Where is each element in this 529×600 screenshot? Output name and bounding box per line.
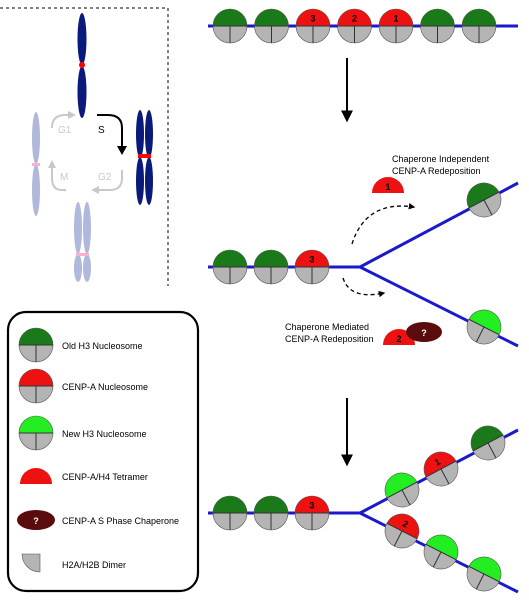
bottom-upper-new-nucleosome xyxy=(384,472,420,508)
mediated-arrow xyxy=(342,277,386,298)
legend-dimer-symbol xyxy=(21,553,41,573)
middle-parent-nucleosome-3: 3 xyxy=(294,249,330,285)
legend-item-tetramer: CENP-A/H4 Tetramer xyxy=(20,468,148,484)
middle-upper-old-nucleosome xyxy=(466,182,502,218)
legend-item-dimer: H2A/H2B Dimer xyxy=(21,553,126,573)
top-chromatin-strand: 3 2 1 xyxy=(208,8,518,44)
bottom-replication-fork: 3 1 2 xyxy=(208,425,519,594)
g1-chromosome xyxy=(77,13,87,118)
g2-arrow xyxy=(96,170,123,191)
legend-label-dimer: H2A/H2B Dimer xyxy=(62,560,126,570)
s-phase-arrow xyxy=(97,114,123,148)
top-nucleosome-4: 2 xyxy=(337,8,372,44)
middle-parent-nucleosome-2 xyxy=(253,249,289,285)
nucleosome-number-label: 3 xyxy=(309,500,314,510)
bottom-lower-new-nucleosome-2 xyxy=(466,556,502,592)
legend-cenpa-symbol xyxy=(18,368,54,404)
phase-g2-label: G2 xyxy=(98,172,112,183)
top-nucleosome-3: 3 xyxy=(295,8,331,44)
legend-label-new_h3: New H3 Nucleosome xyxy=(62,429,147,439)
phase-g1-label: G1 xyxy=(58,125,72,136)
free-tetramer-1-label: 1 xyxy=(385,182,390,192)
legend-label-cenpa: CENP-A Nucleosome xyxy=(62,382,148,392)
cell-cycle-panel: G1 S G2 M xyxy=(0,7,169,286)
free-tetramer-2-label: 2 xyxy=(396,334,401,344)
nucleosome-number-label: 2 xyxy=(352,13,357,23)
bottom-parent-nucleosome-1 xyxy=(212,495,248,531)
mediated-label-line1: Chaperone Mediated xyxy=(285,322,369,332)
bottom-nucleosome-row: 3 1 2 xyxy=(212,425,506,592)
m-arrow xyxy=(51,166,66,191)
top-nucleosome-2 xyxy=(254,8,289,44)
top-nucleosome-1 xyxy=(212,8,248,44)
legend-item-chaperone: ? CENP-A S Phase Chaperone xyxy=(17,510,179,530)
bottom-parent-nucleosome-2 xyxy=(253,495,289,531)
top-nucleosome-5: 1 xyxy=(378,8,414,44)
independent-label-line2: CENP-A Redeposition xyxy=(392,166,481,176)
legend-chaperone-symbol: ? xyxy=(17,510,55,530)
nucleosome-number-label: 2 xyxy=(401,518,410,529)
chaperone-mark: ? xyxy=(421,328,427,338)
phase-s-label: S xyxy=(98,125,105,136)
legend-item-new_h3: New H3 Nucleosome xyxy=(18,415,147,451)
legend-label-chaperone: CENP-A S Phase Chaperone xyxy=(62,516,179,526)
s-phase-chromosome xyxy=(136,110,153,205)
phase-m-label: M xyxy=(60,172,68,183)
cell-cycle-arrows xyxy=(48,111,127,194)
legend-chaperone-mark: ? xyxy=(33,516,39,526)
middle-lower-new-nucleosome xyxy=(466,309,502,345)
bottom-lower-cenpa-nucleosome: 2 xyxy=(384,513,420,549)
m-chromosome xyxy=(74,202,91,282)
nucleosome-number-label: 3 xyxy=(310,13,315,23)
top-nucleosome-row: 3 2 1 xyxy=(212,8,497,44)
legend-item-cenpa: CENP-A Nucleosome xyxy=(18,368,148,404)
top-nucleosome-7 xyxy=(461,8,497,44)
legend-item-old_h3: Old H3 Nucleosome xyxy=(18,327,143,363)
independent-arrow xyxy=(351,203,416,245)
chaperone-oval xyxy=(406,322,442,342)
left-chromosome xyxy=(32,112,40,216)
legend-box xyxy=(6,310,200,593)
top-nucleosome-6 xyxy=(420,8,455,44)
cell-cycle-panel-border xyxy=(0,7,169,286)
free-tetramer-2-with-chaperone: 2 ? xyxy=(383,322,442,345)
middle-parent-nucleosome-1 xyxy=(212,249,248,285)
nucleosome-number-label: 1 xyxy=(393,13,398,23)
legend-label-old_h3: Old H3 Nucleosome xyxy=(62,341,143,351)
bottom-parent-nucleosome-3: 3 xyxy=(294,495,330,531)
middle-nucleosome-row: 3 xyxy=(212,182,502,345)
bottom-upper-cenpa-nucleosome: 1 xyxy=(423,451,459,487)
nucleosome-number-label: 3 xyxy=(309,254,314,264)
bottom-lower-new-nucleosome-1 xyxy=(423,534,459,570)
legend-new_h3-symbol xyxy=(18,415,54,451)
legend-label-tetramer: CENP-A/H4 Tetramer xyxy=(62,472,148,482)
nucleosome-number-label: 1 xyxy=(433,457,442,468)
m-to-g1-arrow xyxy=(51,114,70,129)
legend-old_h3-symbol xyxy=(18,327,54,363)
free-tetramer-1: 1 xyxy=(372,177,404,193)
middle-replication-fork: 3 Chaperone Independent CENP-A Redeposit… xyxy=(208,154,519,348)
legend-tetramer-symbol xyxy=(20,468,52,484)
independent-label-line1: Chaperone Independent xyxy=(392,154,490,164)
mediated-label-line2: CENP-A Redeposition xyxy=(285,334,374,344)
bottom-upper-old-nucleosome xyxy=(470,425,506,461)
